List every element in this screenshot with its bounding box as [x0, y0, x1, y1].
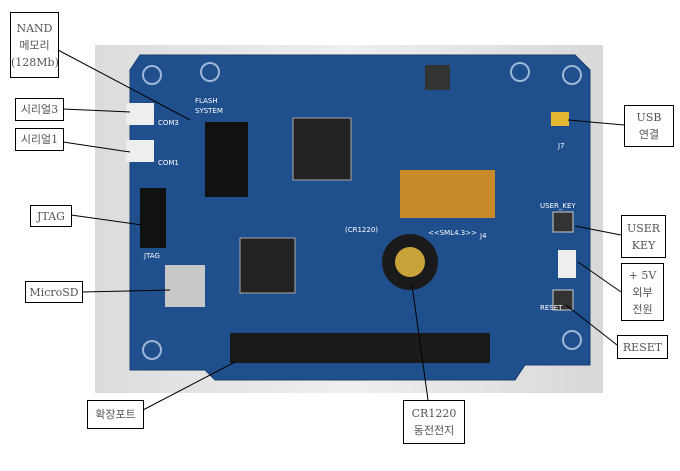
- label-text: KEY: [631, 238, 656, 252]
- microsd-slot: [165, 265, 205, 307]
- label-cr1220-battery: CR1220 동전전지: [403, 400, 465, 444]
- label-expansion-port: 확장포트: [87, 400, 144, 429]
- silk-j7: J7: [557, 142, 565, 150]
- silk-model: <<SML4.3>>: [428, 229, 477, 237]
- silk-jtag: JTAG: [143, 252, 160, 260]
- label-text: 연결: [638, 128, 660, 141]
- silk-userkey: USER_KEY: [540, 202, 576, 210]
- cpu-chip: [292, 117, 352, 181]
- user-key-button: [552, 211, 574, 233]
- label-user-key: USER KEY: [621, 215, 666, 258]
- com3-connector: [126, 103, 154, 125]
- label-nand-memory: NAND 메모리 (128Mb): [10, 12, 59, 78]
- label-5v-power: + 5V 외부 전원: [621, 263, 664, 321]
- label-jtag: JTAG: [30, 205, 72, 227]
- label-text: NAND: [16, 21, 53, 35]
- silk-com1: COM1: [158, 159, 179, 167]
- label-text: + 5V: [628, 268, 657, 282]
- reset-button: [552, 289, 574, 311]
- label-text: 전원: [632, 302, 653, 316]
- label-text: (128Mb): [11, 55, 59, 69]
- silk-cr1220: (CR1220): [345, 226, 378, 234]
- label-serial1: 시리얼1: [15, 128, 64, 151]
- label-usb: USB 연결: [624, 105, 674, 147]
- mcu-chip: [239, 237, 296, 294]
- label-text: 동전전지: [413, 424, 455, 437]
- label-text: 외부: [632, 285, 653, 299]
- mounting-holes: [142, 62, 582, 360]
- callout-lines: [57, 49, 625, 411]
- silk-flash: FLASH: [195, 97, 218, 105]
- label-text: 메모리: [19, 38, 50, 52]
- silk-reset: RESET: [540, 304, 563, 312]
- label-reset: RESET: [617, 335, 668, 359]
- label-text: USB: [636, 111, 662, 124]
- nand-chip: [205, 122, 248, 197]
- label-text: USER: [626, 221, 661, 235]
- silk-j4: J4: [479, 232, 487, 240]
- jtag-header: [140, 188, 166, 248]
- com1-connector: [126, 140, 154, 162]
- lcd-flex-connector: [400, 170, 495, 218]
- expansion-header: [230, 333, 490, 363]
- silk-system: SYSTEM: [195, 107, 223, 115]
- label-microsd: MicroSD: [25, 281, 83, 303]
- label-serial3: 시리얼3: [15, 98, 64, 121]
- label-text: CR1220: [411, 407, 457, 420]
- usb-connector: [551, 112, 569, 126]
- inductor: [425, 65, 450, 90]
- power-connector: [558, 250, 576, 278]
- silk-com3: COM3: [158, 119, 179, 127]
